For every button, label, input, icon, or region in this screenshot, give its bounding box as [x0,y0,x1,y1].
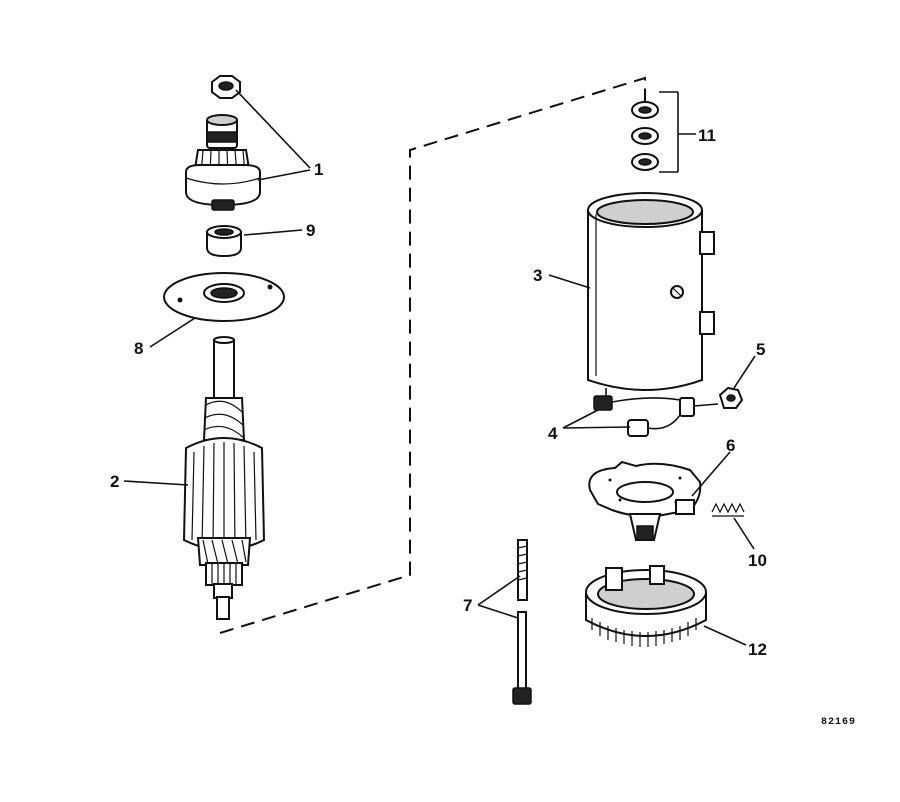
through-bolts [512,539,532,705]
washers [631,101,659,171]
drive-pinion-assembly [185,114,261,211]
drive-nut [211,75,241,99]
callout-5: 5 [756,340,765,359]
brush-springs [711,502,745,517]
callout-11: 11 [698,126,716,145]
leader-lines [123,89,756,646]
end-cap [585,565,707,647]
callout-12: 12 [748,640,767,659]
figure-id: 82169 [821,717,856,728]
spacer-bushing [206,225,242,258]
terminal-nut [718,386,744,409]
armature [182,336,266,620]
callout-1: 1 [314,160,323,179]
callout-10: 10 [748,551,767,570]
callout-3: 3 [533,266,542,285]
callout-9: 9 [306,221,315,240]
end-plate [163,272,285,322]
callout-8: 8 [134,339,143,358]
callout-4: 4 [548,424,558,443]
callout-7: 7 [463,596,472,615]
terminal-lead [593,395,719,437]
brush-plate [588,460,702,541]
callout-6: 6 [726,436,735,455]
callout-2: 2 [110,472,119,491]
assembly-guide-line [219,76,646,634]
field-frame-housing [587,192,715,398]
